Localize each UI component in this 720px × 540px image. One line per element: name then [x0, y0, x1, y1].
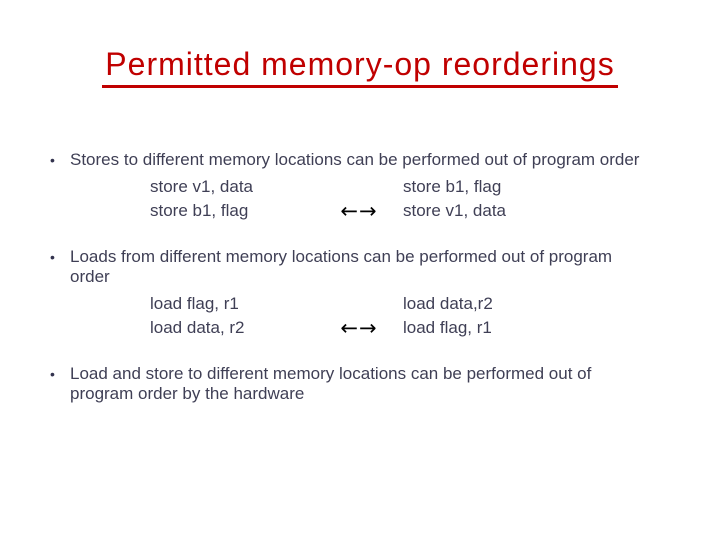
example-right-column: load data,r2 load flag, r1: [403, 292, 493, 340]
bullet-row: • Loads from different memory locations …: [0, 247, 720, 287]
bidirectional-arrow-icon: ←→: [340, 198, 378, 223]
bullet-row: • Stores to different memory locations c…: [0, 150, 720, 170]
slide-title: Permitted memory-op reorderings: [102, 46, 618, 88]
bullet-row: • Load and store to different memory loc…: [0, 364, 720, 404]
load-reorder-example: load flag, r1 load data, r2 ←→ load data…: [150, 292, 720, 340]
slide-body: • Stores to different memory locations c…: [0, 150, 720, 404]
bullet-text-loads: Loads from different memory locations ca…: [70, 246, 613, 286]
bullet-text-stores: Stores to different memory locations can…: [70, 149, 640, 169]
bullet-icon: •: [50, 365, 55, 382]
title-area: Permitted memory-op reorderings: [0, 0, 720, 88]
bullet-section-stores: • Stores to different memory locations c…: [0, 150, 720, 223]
bullet-icon: •: [50, 248, 55, 265]
store-reorder-example: store v1, data store b1, flag ←→ store b…: [150, 175, 720, 223]
code-line: store b1, flag: [403, 176, 502, 196]
code-line: load flag, r1: [150, 293, 239, 313]
bidirectional-arrow-icon: ←→: [340, 315, 378, 340]
code-line: load data, r2: [150, 317, 245, 337]
code-line: load data,r2: [403, 293, 493, 313]
example-right-column: store b1, flag store v1, data: [403, 175, 506, 223]
bullet-section-loads: • Loads from different memory locations …: [0, 247, 720, 340]
code-line: store b1, flag: [150, 200, 249, 220]
example-left-column: store v1, data store b1, flag: [150, 175, 315, 223]
code-line: store v1, data: [403, 200, 507, 220]
bullet-icon: •: [50, 151, 55, 168]
code-line: store v1, data: [150, 176, 254, 196]
bullet-section-load-and-store: • Load and store to different memory loc…: [0, 364, 720, 404]
code-line: load flag, r1: [403, 317, 492, 337]
example-left-column: load flag, r1 load data, r2: [150, 292, 315, 340]
bullet-text-load-and-store: Load and store to different memory locat…: [70, 363, 592, 403]
